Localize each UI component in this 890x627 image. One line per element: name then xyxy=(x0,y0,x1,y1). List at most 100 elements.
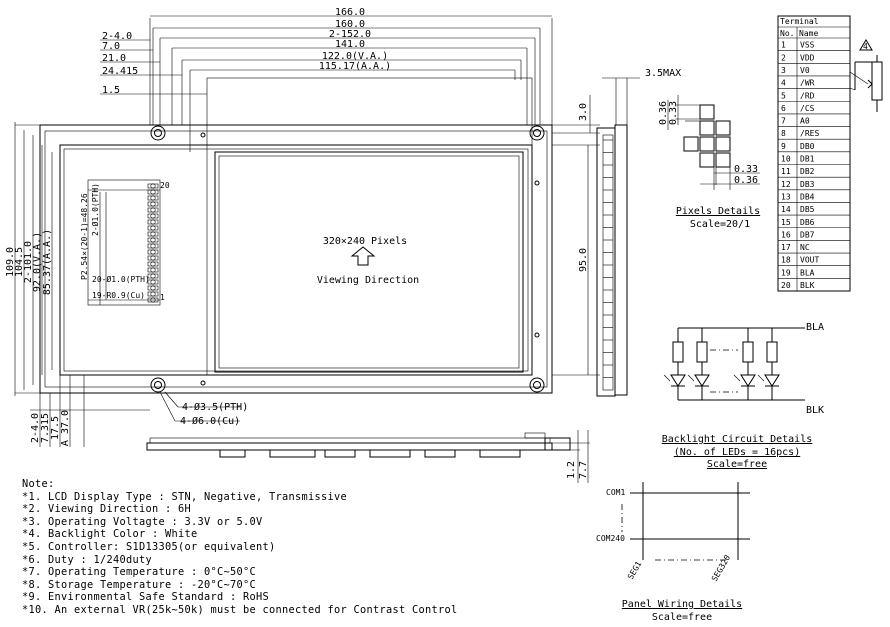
svg-text:21.0: 21.0 xyxy=(102,53,126,64)
svg-text:P2.54×(20-1)=48.26: P2.54×(20-1)=48.26 xyxy=(80,193,89,280)
svg-text:Scale=20/1: Scale=20/1 xyxy=(690,219,750,230)
svg-text:20: 20 xyxy=(160,181,170,190)
right-side-view: 3.5MAX 3.0 95.0 xyxy=(552,68,681,397)
svg-text:Panel Wiring Details: Panel Wiring Details xyxy=(622,599,742,610)
svg-text:2-101.0: 2-101.0 xyxy=(23,241,34,283)
svg-text:7.7: 7.7 xyxy=(578,461,589,479)
backlight-circuit: BLA BLK Backlight Circuit Details (No. o… xyxy=(662,322,824,470)
terminal-pin-number: 15 xyxy=(781,218,791,227)
note-item: *10. An external VR(25k~50k) must be con… xyxy=(22,603,458,616)
terminal-pin-name: DB7 xyxy=(800,230,815,239)
terminal-pin-name: VSS xyxy=(800,41,815,50)
svg-text:No.: No. xyxy=(780,29,794,38)
terminal-pin-name: BLK xyxy=(800,281,815,290)
svg-text:19-R0.9(Cu): 19-R0.9(Cu) xyxy=(92,291,145,300)
left-top-dimensions: 2-4.0 7.0 21.0 24.415 1.5 xyxy=(102,31,138,96)
svg-text:2-Ø1.0(PTH): 2-Ø1.0(PTH) xyxy=(90,183,100,236)
terminal-pin-name: /CS xyxy=(800,104,815,113)
note-heading: Note: xyxy=(22,478,55,490)
left-vertical-dimensions: 109.0 104.5 2-101.0 92.0(V.A.) 85.37(A.A… xyxy=(5,229,53,295)
terminal-pin-name: V0 xyxy=(800,66,810,75)
svg-text:1.5: 1.5 xyxy=(102,85,120,96)
terminal-pin-name: NC xyxy=(800,243,810,252)
up-arrow-icon xyxy=(350,246,376,266)
note-item: *3. Operating Voltagte : 3.3V or 5.0V xyxy=(22,515,263,528)
terminal-pin-number: 19 xyxy=(781,268,791,277)
mounting-hole-tr xyxy=(529,125,545,141)
terminal-pin-number: 16 xyxy=(781,230,791,239)
terminal-pin-number: 7 xyxy=(781,117,786,126)
terminal-pin-number: 20 xyxy=(781,281,791,290)
note-item: *4. Backlight Color : White xyxy=(22,528,198,541)
svg-text:109.0: 109.0 xyxy=(5,247,16,277)
svg-text:85.37(A.A.): 85.37(A.A.) xyxy=(42,229,53,295)
terminal-pin-number: 5 xyxy=(781,91,786,100)
terminal-pin-number: 18 xyxy=(781,256,791,265)
note-item: *7. Operating Temperature : 0°C~50°C xyxy=(22,566,256,579)
svg-text:320×240 Pixels: 320×240 Pixels xyxy=(323,236,407,247)
svg-text:95.0: 95.0 xyxy=(578,248,589,272)
mounting-hole-br xyxy=(529,377,545,393)
svg-text:160.0: 160.0 xyxy=(335,19,365,30)
svg-text:Backlight Circuit Details: Backlight Circuit Details xyxy=(662,434,813,445)
svg-text:115.17(A.A.): 115.17(A.A.) xyxy=(319,61,391,72)
svg-text:COM1: COM1 xyxy=(606,488,625,497)
svg-text:Name: Name xyxy=(799,29,818,38)
terminal-pin-name: DB2 xyxy=(800,167,815,176)
svg-text:4-Ø6.0(Cu): 4-Ø6.0(Cu) xyxy=(180,415,240,427)
svg-text:3.5MAX: 3.5MAX xyxy=(645,68,681,79)
top-dimensions: 166.0 160.0 2-152.0 141.0 122.0(V.A.) 11… xyxy=(319,7,391,72)
terminal-pin-name: DB3 xyxy=(800,180,815,189)
svg-text:7.0: 7.0 xyxy=(102,41,120,52)
connector-pins xyxy=(147,183,159,303)
svg-text:BLA: BLA xyxy=(806,322,824,333)
svg-text:(No. of LEDs = 16pcs): (No. of LEDs = 16pcs) xyxy=(674,447,800,458)
svg-text:0.33: 0.33 xyxy=(668,101,679,125)
terminal-pin-name: /RES xyxy=(800,129,819,138)
terminal-pin-name: DB0 xyxy=(800,142,815,151)
svg-text:141.0: 141.0 xyxy=(335,39,365,50)
note-item: *8. Storage Temperature : -20°C~70°C xyxy=(22,578,256,591)
svg-text:Pixels Details: Pixels Details xyxy=(676,206,760,217)
terminal-pin-number: 17 xyxy=(781,243,791,252)
svg-text:Viewing Direction: Viewing Direction xyxy=(317,275,419,286)
terminal-pin-name: /WR xyxy=(800,79,815,88)
terminal-pin-number: 2 xyxy=(781,53,786,62)
terminal-pin-name: /RD xyxy=(800,91,815,100)
main-module-outline xyxy=(14,15,553,447)
note-item: *2. Viewing Direction : 6H xyxy=(22,503,191,516)
terminal-pin-number: 8 xyxy=(781,129,786,138)
svg-text:20-Ø1.0(PTH): 20-Ø1.0(PTH) xyxy=(92,274,150,284)
svg-text:3.0: 3.0 xyxy=(578,103,589,121)
svg-text:A 37.0: A 37.0 xyxy=(60,410,71,446)
terminal-pin-number: 3 xyxy=(781,66,786,75)
bottom-side-view: 1.2 7.7 xyxy=(146,430,590,483)
svg-text:SEG1: SEG1 xyxy=(626,560,644,581)
svg-text:2-4.0: 2-4.0 xyxy=(30,413,41,443)
svg-text:COM240: COM240 xyxy=(596,534,625,543)
svg-text:1.2: 1.2 xyxy=(566,461,577,479)
contrast-vr-symbol: 4 xyxy=(849,39,883,112)
terminal-pin-name: DB4 xyxy=(800,192,815,201)
terminal-pin-number: 10 xyxy=(781,155,791,164)
mounting-hole-bl xyxy=(150,377,166,393)
svg-text:17.5: 17.5 xyxy=(50,416,61,440)
bottom-left-dimensions: 2-4.0 7.315 17.5 A 37.0 xyxy=(30,410,71,446)
terminal-pin-number: 1 xyxy=(781,41,786,50)
terminal-pin-name: BLA xyxy=(800,268,815,277)
svg-text:24.415: 24.415 xyxy=(102,66,138,77)
mounting-hole-tl xyxy=(150,125,166,141)
svg-text:0.33: 0.33 xyxy=(734,164,758,175)
svg-text:4-Ø3.5(PTH): 4-Ø3.5(PTH) xyxy=(182,401,248,413)
terminal-pin-name: DB1 xyxy=(800,155,815,164)
note-item: *1. LCD Display Type : STN, Negative, Tr… xyxy=(22,490,347,503)
terminal-pin-number: 9 xyxy=(781,142,786,151)
svg-text:Scale=free: Scale=free xyxy=(652,612,712,623)
svg-text:4: 4 xyxy=(863,42,868,51)
terminal-pin-number: 14 xyxy=(781,205,791,214)
center-labels: 320×240 Pixels Viewing Direction xyxy=(317,236,419,286)
terminal-pin-name: VOUT xyxy=(800,256,819,265)
svg-text:0.36: 0.36 xyxy=(658,101,669,125)
